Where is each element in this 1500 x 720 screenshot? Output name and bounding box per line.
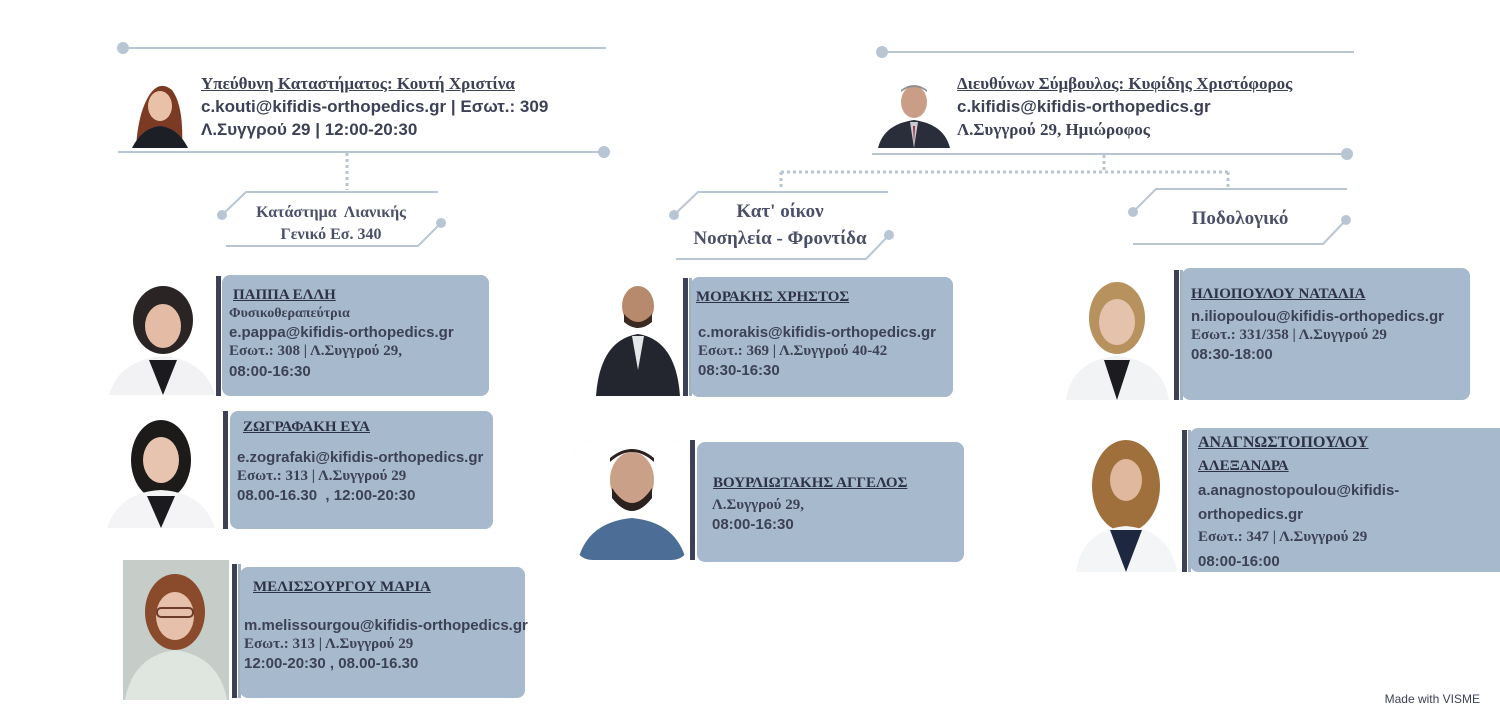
staff-photo-vourliotakis xyxy=(574,440,690,560)
staff-name: ΜΟΡΑΚΗΣ ΧΡΗΣΤΟΣ xyxy=(696,289,850,305)
staff-name: ΠΑΠΠΑ ΕΛΛΗ xyxy=(233,287,336,303)
card-bar-morakis xyxy=(683,278,688,396)
card-bar-vourliotakis xyxy=(690,440,695,560)
card-bar-zografaki xyxy=(223,411,228,529)
staff-card-vourliotakis: ΒΟΥΡΛΙΩΤΑΚΗΣ ΑΓΓΕΛΟΣ Λ.Συγγρού 29, 08:00… xyxy=(697,442,964,562)
staff-name-line2: ΑΛΕΞΑΝΔΡΑ xyxy=(1198,458,1289,474)
staff-photo-melissourgou xyxy=(123,560,229,700)
store-manager-address: Λ.Συγγρού 29 | 12:00-20:30 xyxy=(201,120,418,139)
staff-email: e.zografaki@kifidis-orthopedics.gr xyxy=(237,449,484,466)
staff-photo-pappa xyxy=(105,276,217,395)
staff-ext: Εσωτ.: 313 | Λ.Συγγρού 29 xyxy=(244,636,414,652)
staff-hours: 08:30-18:00 xyxy=(1191,346,1273,363)
card-bar2-anagnostopoulou xyxy=(1188,430,1191,572)
staff-ext: Εσωτ.: 331/358 | Λ.Συγγρού 29 xyxy=(1191,327,1387,343)
dept-retail-line2: Γενικό Εσ. 340 xyxy=(280,226,382,243)
manager-photo-woman xyxy=(122,72,198,148)
staff-card-melissourgou: ΜΕΛΙΣΣΟΥΡΓΟΥ ΜΑΡΙΑ m.melissourgou@kifidi… xyxy=(240,567,528,698)
staff-email: c.morakis@kifidis-orthopedics.gr xyxy=(698,324,937,341)
staff-ext: Εσωτ.: 347 | Λ.Συγγρού 29 xyxy=(1198,529,1368,545)
ceo-contact: c.kifidis@kifidis-orthopedics.gr xyxy=(957,97,1211,116)
card-bar-pappa xyxy=(216,276,221,396)
ceo-info: Διευθύνων Σύμβουλος: Κυφίδης Χριστόφορος… xyxy=(957,72,1292,141)
staff-hours: 08:00-16:30 xyxy=(712,516,794,533)
dept-homecare: Κατ' οίκον Νοσηλεία - Φροντίδα xyxy=(670,198,890,252)
dept-homecare-line2: Νοσηλεία - Φροντίδα xyxy=(693,228,867,249)
card-bar2-morakis xyxy=(689,278,692,396)
staff-photo-iliopoulou xyxy=(1062,272,1173,400)
store-manager-contact: c.kouti@kifidis-orthopedics.gr | Εσωτ.: … xyxy=(201,97,549,116)
dept-podiatry: Ποδολογικό xyxy=(1150,207,1330,231)
dept-homecare-line1: Κατ' οίκον xyxy=(736,201,824,222)
card-bar-anagnostopoulou xyxy=(1182,430,1187,572)
staff-ext: Εσωτ.: 308 | Λ.Συγγρού 29, xyxy=(229,343,402,359)
dept-retail-line1: Κατάστημα Λιανικής xyxy=(256,204,406,221)
card-bar-melissourgou xyxy=(232,564,237,698)
staff-address: Λ.Συγγρού 29, xyxy=(712,497,804,513)
manager-photo-man xyxy=(876,76,952,148)
staff-photo-morakis xyxy=(594,274,682,396)
staff-hours: 08:30-16:30 xyxy=(698,362,780,379)
store-manager-title: Υπεύθυνη Καταστήματος: Κουτή Χριστίνα xyxy=(201,74,515,93)
staff-hours: 12:00-20:30 , 08.00-16.30 xyxy=(244,655,419,672)
staff-name: ΖΩΓΡΑΦΑΚΗ ΕΥΑ xyxy=(243,419,370,435)
staff-card-zografaki: ΖΩΓΡΑΦΑΚΗ ΕΥΑ e.zografaki@kifidis-orthop… xyxy=(230,411,493,529)
staff-email-line2: orthopedics.gr xyxy=(1198,506,1304,523)
ceo-address: Λ.Συγγρού 29, Ημιώροφος xyxy=(957,120,1150,139)
card-bar-iliopoulou xyxy=(1174,270,1179,400)
staff-email: e.pappa@kifidis-orthopedics.gr xyxy=(229,324,454,341)
staff-name: ΒΟΥΡΛΙΩΤΑΚΗΣ ΑΓΓΕΛΟΣ xyxy=(713,475,908,491)
dept-retail: Κατάστημα Λιανικής Γενικό Εσ. 340 xyxy=(236,202,426,246)
staff-name-line1: ΑΝΑΓΝΩΣΤΟΠΟΥΛΟΥ xyxy=(1198,434,1369,451)
card-bar2-iliopoulou xyxy=(1180,270,1183,400)
visme-credit[interactable]: Made with VISME xyxy=(1384,692,1480,706)
staff-photo-zografaki xyxy=(99,410,222,528)
staff-card-pappa: ΠΑΠΠΑ ΕΛΛΗ Φυσικοθεραπεύτρια e.pappa@kif… xyxy=(222,275,489,396)
staff-ext: Εσωτ.: 313 | Λ.Συγγρού 29 xyxy=(237,468,407,484)
staff-photo-anagnostopoulou xyxy=(1072,430,1181,572)
staff-card-iliopoulou: ΗΛΙΟΠΟΥΛΟΥ ΝΑΤΑΛΙΑ n.iliopoulou@kifidis-… xyxy=(1182,268,1470,400)
ceo-title: Διευθύνων Σύμβουλος: Κυφίδης Χριστόφορος xyxy=(957,74,1293,93)
staff-email: m.melissourgou@kifidis-orthopedics.gr xyxy=(244,617,528,634)
staff-hours: 08:00-16:30 xyxy=(229,363,311,380)
card-bar2-melissourgou xyxy=(238,564,241,698)
staff-ext: Εσωτ.: 369 | Λ.Συγγρού 40-42 xyxy=(698,343,888,359)
staff-card-morakis: ΜΟΡΑΚΗΣ ΧΡΗΣΤΟΣ c.morakis@kifidis-orthop… xyxy=(691,277,953,397)
staff-email: n.iliopoulou@kifidis-orthopedics.gr xyxy=(1191,308,1444,325)
store-manager-info: Υπεύθυνη Καταστήματος: Κουτή Χριστίνα c.… xyxy=(201,72,548,141)
staff-role: Φυσικοθεραπεύτρια xyxy=(229,306,350,321)
staff-name: ΜΕΛΙΣΣΟΥΡΓΟΥ ΜΑΡΙΑ xyxy=(253,579,431,595)
staff-hours: 08.00-16.30 , 12:00-20:30 xyxy=(237,487,416,504)
staff-card-anagnostopoulou: ΑΝΑΓΝΩΣΤΟΠΟΥΛΟΥ ΑΛΕΞΑΝΔΡΑ a.anagnostopou… xyxy=(1190,428,1500,572)
staff-email-line1: a.anagnostopoulou@kifidis- xyxy=(1198,482,1400,499)
staff-hours: 08:00-16:00 xyxy=(1198,553,1280,570)
staff-name: ΗΛΙΟΠΟΥΛΟΥ ΝΑΤΑΛΙΑ xyxy=(1191,286,1366,302)
dept-podiatry-line1: Ποδολογικό xyxy=(1191,208,1289,229)
